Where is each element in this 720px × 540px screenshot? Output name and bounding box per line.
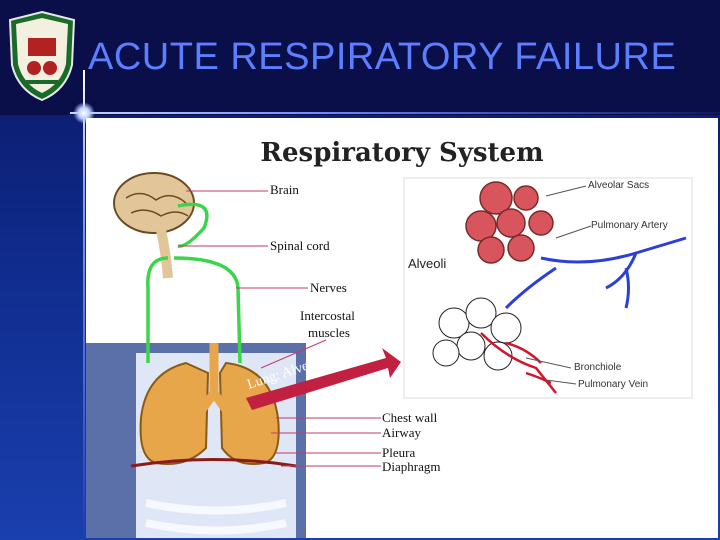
label-diaphragm: Diaphragm — [382, 459, 441, 474]
alveoli-bunch — [432, 297, 522, 371]
inset-leader-artery — [555, 225, 592, 239]
inset-leader-sacs — [545, 185, 587, 197]
label-intercostal: Intercostal — [300, 308, 355, 323]
label-spinal-cord: Spinal cord — [270, 238, 330, 253]
slide-header — [0, 0, 720, 115]
inset-label-pulmonary-artery: Pulmonary Artery — [591, 220, 668, 231]
vertical-divider — [83, 70, 85, 540]
pulmonary-artery-art — [504, 236, 687, 310]
diagram-art — [86, 172, 693, 538]
brainstem — [156, 228, 173, 279]
trachea — [192, 343, 236, 421]
label-nerves: Nerves — [310, 280, 347, 295]
diagram-title: Respiratory System — [260, 138, 544, 168]
inset-title-alveoli: Alveoli — [408, 256, 447, 271]
alveolar-sacs-art — [465, 181, 554, 264]
label-brain: Brain — [270, 182, 299, 197]
left-lung — [139, 361, 210, 465]
label-pleura: Pleura — [382, 445, 416, 460]
inset-label-pulmonary-vein: Pulmonary Vein — [578, 379, 649, 390]
inset-label-bronchiole: Bronchiole — [574, 362, 622, 373]
title-divider — [70, 112, 720, 114]
inset-leader-vein — [545, 379, 577, 385]
rib-cage — [145, 499, 287, 535]
label-chest-wall: Chest wall — [382, 410, 438, 425]
nerve-paths — [146, 202, 242, 364]
label-airway: Airway — [382, 425, 421, 440]
university-logo — [8, 10, 76, 102]
label-muscles: muscles — [308, 325, 350, 340]
inset-label-alveolar-sacs: Alveolar Sacs — [588, 180, 650, 191]
leader-lines — [178, 190, 381, 467]
slide-title: ACUTE RESPIRATORY FAILURE — [88, 36, 677, 78]
respiratory-diagram: Respiratory System — [86, 118, 718, 538]
inset-leader-bronchiole — [525, 357, 572, 369]
brain-shape — [113, 172, 195, 234]
diaphragm-line — [130, 458, 297, 468]
lung-unit-arrow — [246, 348, 401, 410]
